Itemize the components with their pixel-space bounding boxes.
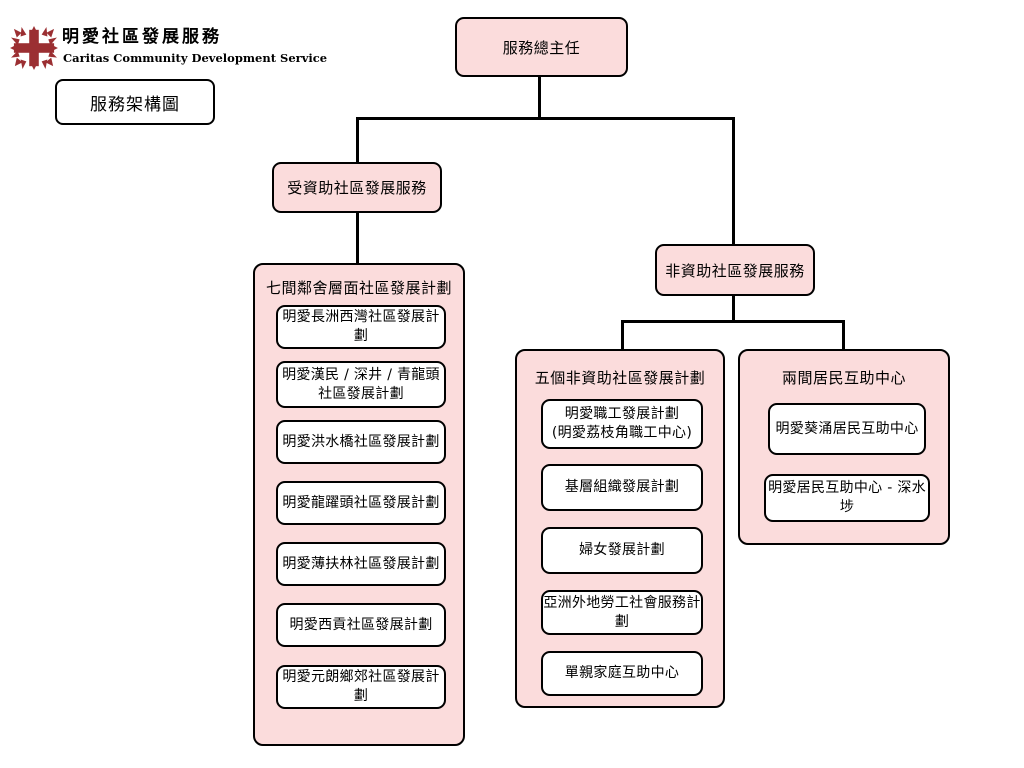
leaf-non-subsidized-2[interactable]: 婦女發展計劃 xyxy=(541,527,703,574)
leaf-subsidized-0[interactable]: 明愛長洲西灣社區發展計劃 xyxy=(276,305,446,349)
node-subsidized-service[interactable]: 受資助社區發展服務 xyxy=(272,162,442,213)
connector-to-subsidized xyxy=(356,117,359,162)
leaf-mutual-aid-0[interactable]: 明愛葵涌居民互助中心 xyxy=(768,403,926,455)
brand-name-chinese: 明愛社區發展服務 xyxy=(62,27,222,47)
leaf-non-subsidized-4[interactable]: 單親家庭互助中心 xyxy=(541,651,703,696)
leaf-subsidized-3[interactable]: 明愛龍躍頭社區發展計劃 xyxy=(276,481,446,525)
caritas-cross-icon xyxy=(10,26,58,70)
node-non-subsidized-service[interactable]: 非資助社區發展服務 xyxy=(655,244,815,296)
connector-root-horizontal xyxy=(356,117,734,120)
node-service-director[interactable]: 服務總主任 xyxy=(455,17,628,77)
leaf-mutual-aid-1[interactable]: 明愛居民互助中心 - 深水埗 xyxy=(764,474,930,522)
group-subsidized-programmes: 七間鄰舍層面社區發展計劃 明愛長洲西灣社區發展計劃 明愛漢民 / 深井 / 青龍… xyxy=(253,263,465,746)
page-title: 服務架構圖 xyxy=(55,79,215,125)
group-non-subsidized-programmes: 五個非資助社區發展計劃 明愛職工發展計劃 (明愛荔枝角職工中心) 基層組織發展計… xyxy=(515,349,725,708)
leaf-subsidized-5[interactable]: 明愛西貢社區發展計劃 xyxy=(276,603,446,647)
connector-subsidized-to-group xyxy=(356,212,359,264)
leaf-subsidized-6[interactable]: 明愛元朗鄉郊社區發展計劃 xyxy=(276,665,446,709)
group-subsidized-title: 七間鄰舍層面社區發展計劃 xyxy=(265,279,452,297)
leaf-non-subsidized-1[interactable]: 基層組織發展計劃 xyxy=(541,464,703,511)
group-non-subsidized-title: 五個非資助社區發展計劃 xyxy=(534,369,706,387)
leaf-subsidized-2[interactable]: 明愛洪水橋社區發展計劃 xyxy=(276,420,446,464)
leaf-non-subsidized-3[interactable]: 亞洲外地勞工社會服務計劃 xyxy=(541,590,703,635)
leaf-subsidized-4[interactable]: 明愛薄扶林社區發展計劃 xyxy=(276,542,446,586)
connector-non-subsidized-horizontal xyxy=(621,320,845,323)
connector-to-non-subsidized xyxy=(732,117,735,244)
connector-root-vertical xyxy=(538,76,541,119)
connector-non-subsidized-vertical xyxy=(732,295,735,322)
organization-branding: 明愛社區發展服務 Caritas Community Development S… xyxy=(10,26,327,72)
group-mutual-aid-title: 兩間居民互助中心 xyxy=(781,369,906,387)
leaf-non-subsidized-0[interactable]: 明愛職工發展計劃 (明愛荔枝角職工中心) xyxy=(541,399,703,449)
connector-to-mutual-aid xyxy=(842,320,845,350)
group-mutual-aid-centres: 兩間居民互助中心 明愛葵涌居民互助中心 明愛居民互助中心 - 深水埗 xyxy=(738,349,950,545)
brand-name-english: Caritas Community Development Service xyxy=(63,51,328,65)
leaf-subsidized-1[interactable]: 明愛漢民 / 深井 / 青龍頭 社區發展計劃 xyxy=(276,361,446,408)
connector-to-five-programmes xyxy=(621,320,624,350)
